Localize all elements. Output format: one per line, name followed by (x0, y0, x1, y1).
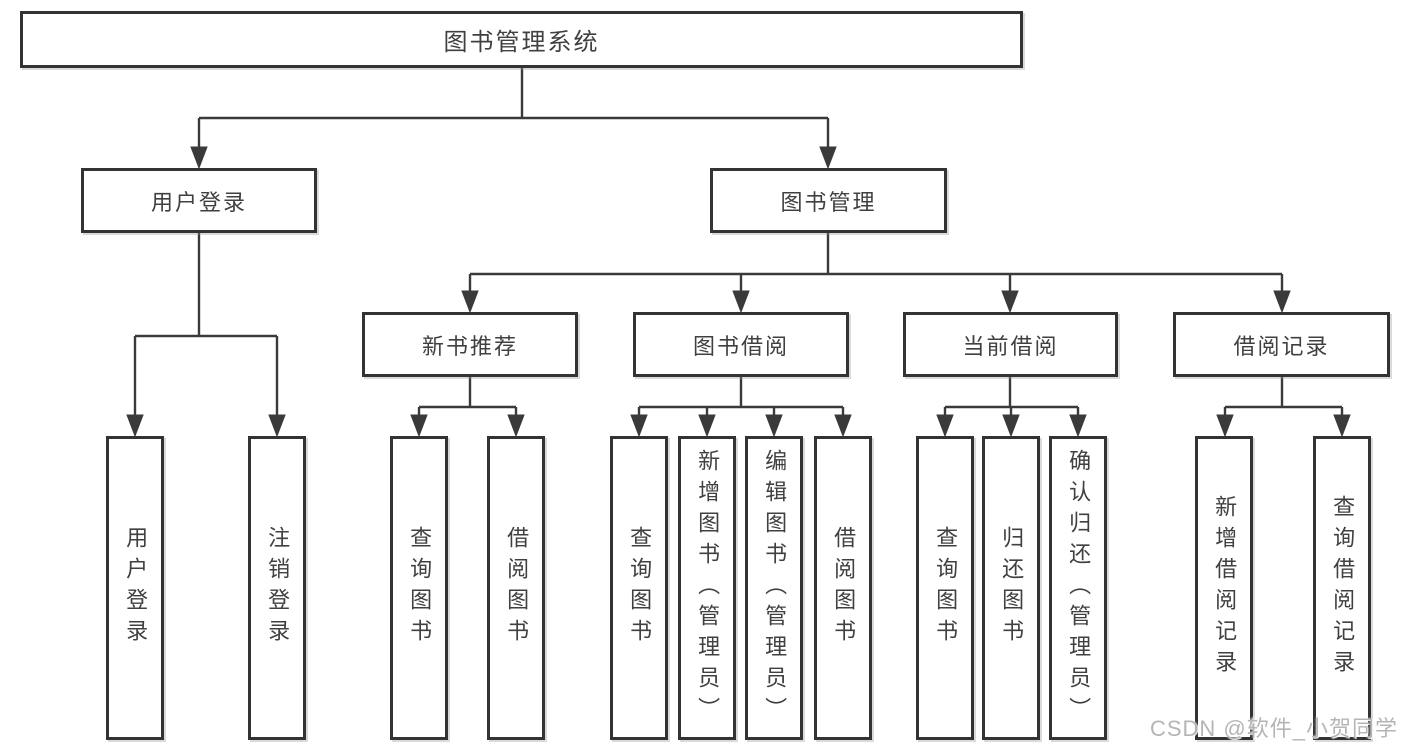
node-library-management-system: 图书管理系统 (20, 11, 1023, 68)
leaf-edit-book-admin: 编辑图书（管理员） (745, 436, 803, 740)
leaf-logout: 注销登录 (248, 436, 306, 740)
leaf-add-book-admin: 新增图书（管理员） (678, 436, 736, 740)
csdn-watermark: CSDN @软件_小贺同学 (1149, 716, 1398, 741)
leaf-query-books-borrowing: 查询图书 (610, 436, 668, 740)
leaf-user-login: 用户登录 (106, 436, 164, 740)
leaf-borrow-books-recommend: 借阅图书 (487, 436, 545, 740)
leaf-confirm-return-admin: 确认归还（管理员） (1049, 436, 1107, 740)
node-book-management: 图书管理 (710, 168, 947, 233)
node-borrowing-records: 借阅记录 (1173, 312, 1390, 377)
leaf-query-books-recommend: 查询图书 (390, 436, 448, 740)
node-new-book-recommend: 新书推荐 (362, 312, 578, 377)
leaf-add-borrow-record: 新增借阅记录 (1195, 436, 1253, 740)
leaf-return-book: 归还图书 (982, 436, 1040, 740)
node-book-borrowing: 图书借阅 (633, 312, 849, 377)
node-user-login: 用户登录 (81, 168, 317, 233)
leaf-borrow-books-borrowing: 借阅图书 (814, 436, 872, 740)
leaf-query-borrow-record: 查询借阅记录 (1313, 436, 1371, 740)
leaf-query-books-current: 查询图书 (916, 436, 974, 740)
node-current-borrowing: 当前借阅 (903, 312, 1118, 377)
